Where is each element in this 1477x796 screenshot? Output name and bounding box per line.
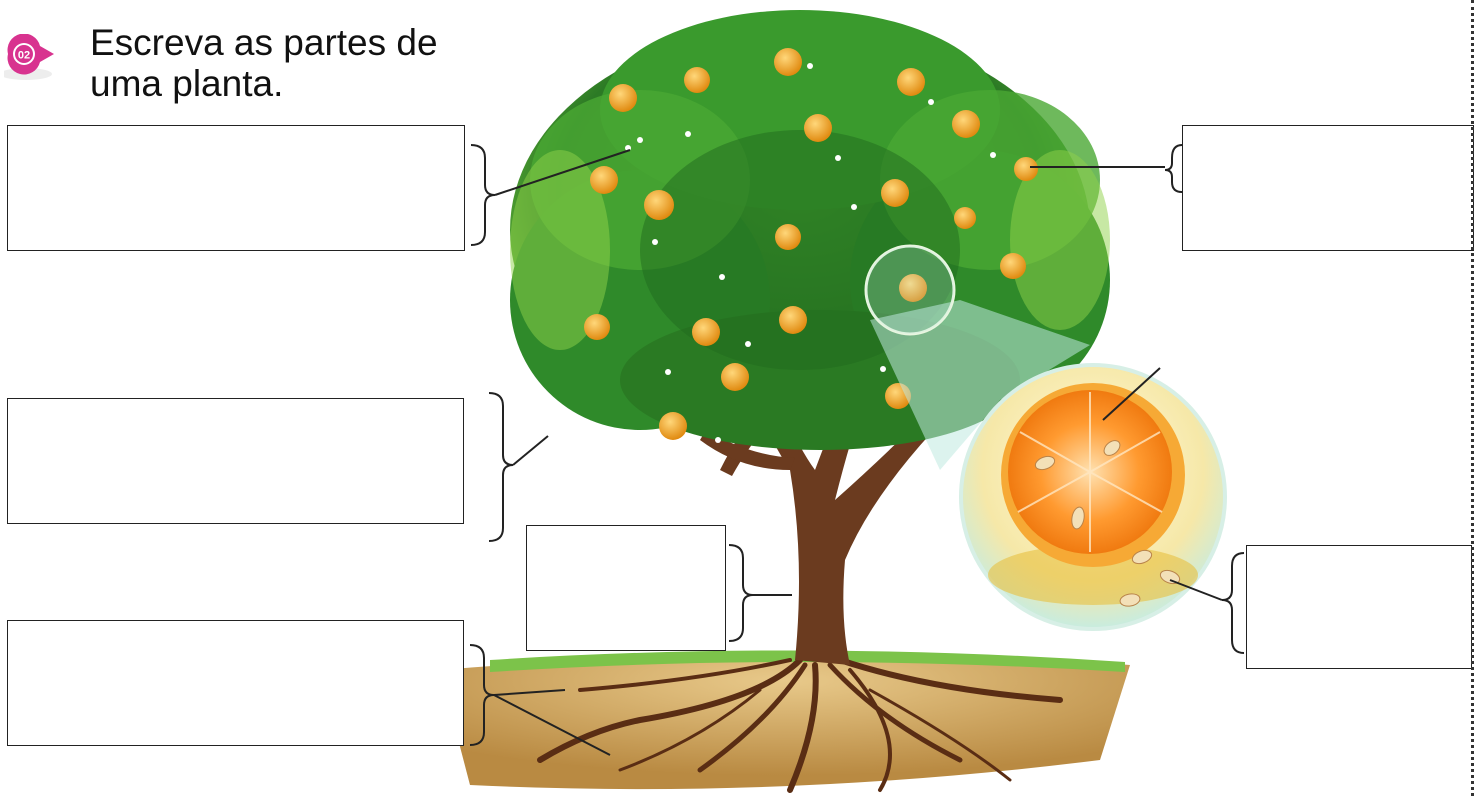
magnified-orange — [959, 363, 1227, 631]
blossoms — [625, 63, 996, 443]
answer-box-leaves[interactable] — [7, 125, 465, 251]
exercise-number: 02 — [18, 50, 30, 62]
answer-box-roots[interactable] — [7, 620, 464, 746]
foliage — [510, 10, 1110, 450]
magnifier-beam — [870, 300, 1090, 470]
oranges — [584, 48, 1038, 440]
answer-box-trunk[interactable] — [526, 525, 726, 651]
answer-box-branches[interactable] — [7, 398, 464, 524]
answer-box-seed[interactable] — [1246, 545, 1472, 669]
page-border — [1471, 0, 1474, 796]
grass — [490, 650, 1125, 672]
roots — [537, 657, 1063, 793]
magnifier-small-lens — [864, 244, 956, 336]
exercise-instruction: Escreva as partes de uma planta. — [90, 22, 438, 104]
answer-box-flower[interactable] — [1182, 125, 1474, 251]
exercise-number-badge: 02 — [4, 34, 54, 80]
label-connectors — [469, 144, 1245, 756]
